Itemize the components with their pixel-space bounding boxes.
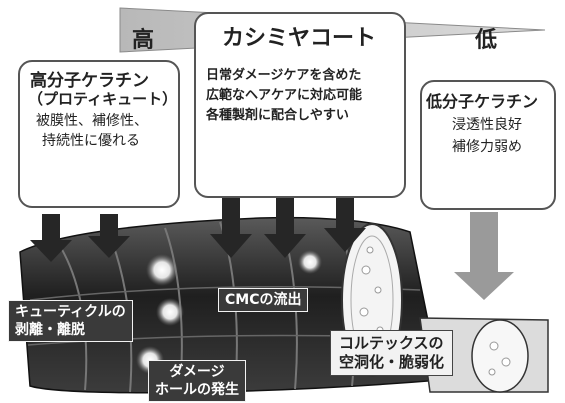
high-keratin-box bbox=[18, 60, 180, 208]
high-keratin-arrows bbox=[30, 214, 130, 262]
low-keratin-arrow bbox=[454, 212, 514, 300]
damage-hole-label-line-2: ホールの発生 bbox=[155, 382, 239, 398]
cortex-label-line-1: コルテックスの bbox=[339, 334, 444, 352]
cashmere-coat-line-2: 広範なヘアケアに対応可能 bbox=[206, 88, 363, 103]
cashmere-coat-line-3: 各種製剤に配合しやすい bbox=[206, 108, 349, 123]
cmc-label: CMCの流出 bbox=[218, 288, 309, 312]
low-keratin-line-2: 補修力弱め bbox=[452, 139, 522, 155]
cashmere-coat-box bbox=[194, 12, 406, 198]
cuticle-label: キューティクルの 剥離・離脱 bbox=[8, 300, 133, 342]
low-keratin-title: 低分子ケラチン bbox=[426, 92, 539, 111]
low-keratin-line-1: 浸透性良好 bbox=[452, 117, 522, 133]
low-keratin-box bbox=[420, 80, 556, 210]
cashmere-coat-title: カシミヤコート bbox=[222, 26, 377, 51]
cuticle-label-line-1: キューティクルの bbox=[15, 304, 126, 320]
cashmere-coat-line-1: 日常ダメージケアを含めた bbox=[206, 68, 362, 83]
high-keratin-title: 高分子ケラチン bbox=[30, 71, 149, 91]
high-keratin-line-1: 被膜性、補修性、 bbox=[36, 113, 148, 129]
cuticle-label-line-2: 剥離・離脱 bbox=[15, 322, 85, 338]
cmc-label-text: CMCの流出 bbox=[225, 292, 302, 308]
cortex-label-line-2: 空洞化・脆弱化 bbox=[339, 353, 445, 371]
cortex-label: コルテックスの 空洞化・脆弱化 bbox=[330, 330, 454, 376]
scale-low-label: 低 bbox=[475, 28, 498, 53]
high-keratin-line-2: 持続性に優れる bbox=[42, 133, 140, 149]
damage-hole-label-line-1: ダメージ bbox=[169, 364, 225, 380]
scale-high-label: 高 bbox=[132, 28, 155, 53]
cashmere-arrows bbox=[210, 196, 366, 258]
damage-hole-label: ダメージ ホールの発生 bbox=[148, 360, 246, 402]
high-keratin-subtitle: （プロティキュート） bbox=[28, 90, 178, 108]
